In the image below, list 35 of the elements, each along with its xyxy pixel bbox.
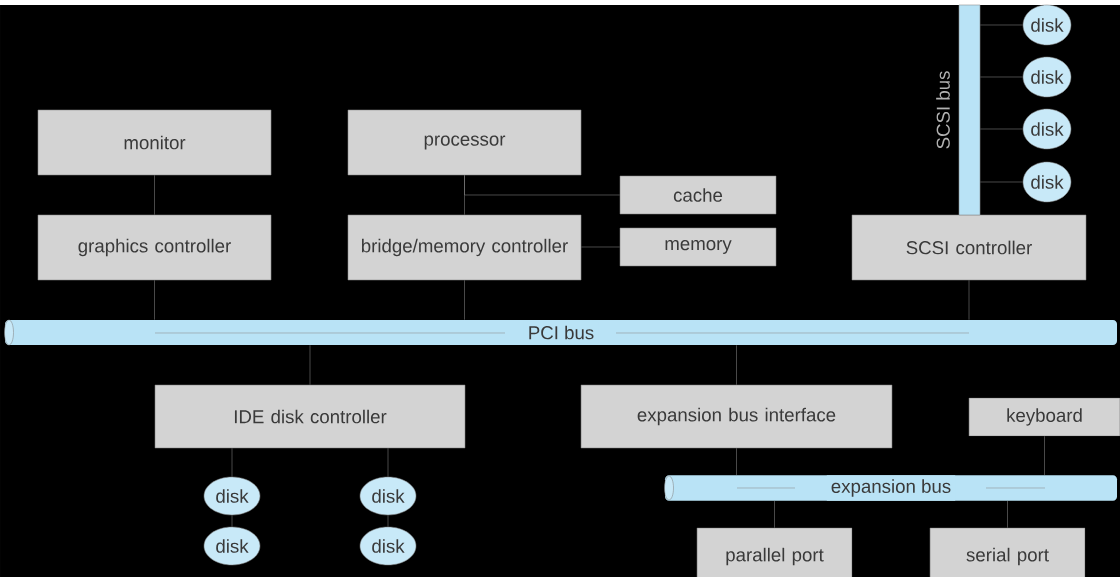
connector-line bbox=[464, 175, 620, 196]
connector-line bbox=[581, 246, 620, 248]
connector-line bbox=[387, 515, 389, 527]
connector-line bbox=[968, 280, 970, 320]
connector-line bbox=[154, 280, 155, 320]
bus-bar bbox=[958, 4, 981, 216]
component-box: bridge/memory controller bbox=[347, 214, 582, 281]
connector-line bbox=[980, 24, 1023, 26]
connector-line bbox=[1007, 500, 1008, 528]
bus-cylinder: expansion bus bbox=[664, 475, 1117, 501]
connector-line bbox=[736, 345, 737, 386]
component-box: SCSI controller bbox=[851, 214, 1087, 281]
component-box: serial port bbox=[929, 527, 1086, 577]
connector-line bbox=[736, 447, 737, 476]
component-box: parallel port bbox=[696, 527, 853, 577]
connector-line bbox=[231, 447, 233, 477]
connector-line bbox=[980, 76, 1023, 78]
connector-line bbox=[154, 175, 155, 215]
component-box: memory bbox=[619, 227, 777, 267]
connector-line bbox=[774, 500, 775, 528]
component-box: monitor bbox=[37, 109, 272, 176]
component-box: cache bbox=[619, 175, 777, 215]
connector-line bbox=[980, 128, 1023, 130]
component-box: expansion bus interface bbox=[580, 384, 893, 449]
connector-line bbox=[1044, 436, 1045, 476]
bus-label: SCSI bus bbox=[936, 71, 950, 149]
component-box: graphics controller bbox=[37, 214, 272, 281]
connector-line bbox=[387, 447, 389, 477]
component-box: processor bbox=[347, 109, 582, 176]
connector-line bbox=[231, 515, 233, 527]
connector-line bbox=[464, 280, 465, 320]
component-box: IDE disk controller bbox=[154, 384, 466, 449]
component-box: keyboard bbox=[968, 397, 1120, 437]
connector-line bbox=[309, 345, 311, 386]
connector-line bbox=[980, 181, 1023, 183]
